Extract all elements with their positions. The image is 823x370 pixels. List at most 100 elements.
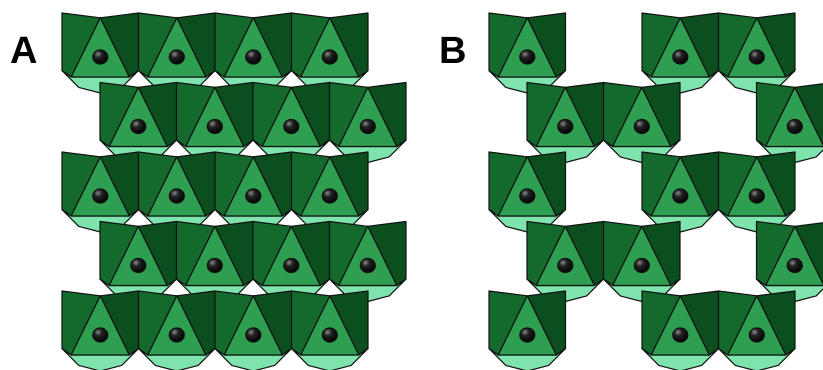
octahedron-upper-face — [650, 156, 710, 217]
octahedron-upper-face — [147, 156, 207, 217]
central-atom — [748, 49, 765, 65]
octahedron — [175, 81, 254, 164]
octahedron-upper-face — [497, 17, 557, 78]
octahedron — [137, 12, 216, 94]
octahedron-upper-face — [650, 17, 710, 78]
central-atom — [245, 49, 262, 65]
octahedron-lower-face — [755, 278, 823, 303]
octahedron-upper-face — [147, 17, 207, 78]
octahedron — [488, 151, 567, 233]
octahedron-upper-face — [223, 295, 283, 356]
octahedron — [290, 12, 369, 94]
central-atom — [168, 327, 185, 343]
octahedron — [526, 220, 605, 303]
octahedron-upper-face — [497, 156, 557, 217]
central-atom — [92, 327, 109, 343]
central-atom — [283, 118, 300, 135]
octahedron-lower-face — [717, 348, 796, 370]
central-atom — [92, 49, 109, 65]
octahedron — [252, 220, 331, 303]
octahedron-upper-face — [261, 225, 321, 287]
octahedron — [61, 290, 140, 370]
octahedron — [99, 220, 178, 303]
octahedron-upper-face — [535, 86, 595, 148]
octahedron-upper-face — [727, 156, 787, 217]
octahedron-upper-face — [147, 295, 207, 356]
central-atom — [92, 188, 109, 204]
octahedron — [488, 290, 567, 370]
octahedron — [61, 12, 140, 94]
octahedron — [290, 290, 369, 370]
octahedron-upper-face — [300, 17, 360, 78]
octahedron — [717, 151, 796, 233]
panel-b-vacancy-ordered-layer: B — [439, 12, 823, 370]
central-atom — [245, 188, 262, 204]
octahedron — [602, 220, 681, 303]
octahedron-lower-face — [137, 348, 216, 370]
octahedron-upper-face — [70, 156, 130, 217]
central-atom — [557, 118, 574, 135]
octahedron — [641, 12, 720, 94]
octahedron-upper-face — [300, 295, 360, 356]
central-atom — [672, 49, 689, 65]
octahedron — [488, 12, 567, 94]
central-atom — [786, 257, 803, 274]
central-atom — [321, 49, 338, 65]
octahedron-upper-face — [108, 225, 168, 287]
octahedron — [328, 220, 407, 303]
central-atom — [519, 327, 536, 343]
central-atom — [519, 188, 536, 204]
octahedron — [99, 81, 178, 164]
octahedron — [641, 151, 720, 233]
octahedron — [526, 81, 605, 164]
panel-a-fully-occupied-layer: A — [10, 12, 407, 370]
octahedron-upper-face — [612, 225, 672, 287]
octahedron — [214, 151, 293, 233]
octahedron — [717, 12, 796, 94]
panel-b-label: B — [439, 30, 466, 72]
central-atom — [672, 188, 689, 204]
central-atom — [519, 49, 536, 65]
octahedron-lower-face — [214, 348, 293, 370]
octahedron-upper-face — [612, 86, 672, 148]
central-atom — [786, 118, 803, 135]
octahedron — [137, 151, 216, 233]
octahedron-lower-face — [61, 348, 140, 370]
central-atom — [748, 188, 765, 204]
central-atom — [130, 118, 147, 135]
octahedron — [755, 220, 823, 303]
central-atom — [130, 257, 147, 274]
central-atom — [245, 327, 262, 343]
central-atom — [359, 118, 376, 135]
octahedron-upper-face — [338, 86, 398, 148]
octahedron-upper-face — [535, 225, 595, 287]
octahedron-upper-face — [300, 156, 360, 217]
octahedron-upper-face — [185, 225, 245, 287]
octahedron — [328, 81, 407, 164]
octahedron — [641, 290, 720, 370]
central-atom — [321, 188, 338, 204]
octahedron-lower-face — [290, 348, 369, 370]
panel-a-label: A — [10, 30, 37, 72]
central-atom — [557, 257, 574, 274]
octahedron — [252, 81, 331, 164]
octahedron — [717, 290, 796, 370]
octahedron — [290, 151, 369, 233]
central-atom — [168, 188, 185, 204]
central-atom — [748, 327, 765, 343]
octahedron-upper-face — [727, 17, 787, 78]
octahedron-upper-face — [70, 17, 130, 78]
octahedron-upper-face — [70, 295, 130, 356]
central-atom — [672, 327, 689, 343]
octahedron-upper-face — [108, 86, 168, 148]
octahedron — [61, 151, 140, 233]
octahedron-upper-face — [650, 295, 710, 356]
octahedron — [214, 12, 293, 94]
octahedron-upper-face — [185, 86, 245, 148]
octahedron — [175, 220, 254, 303]
central-atom — [359, 257, 376, 274]
octahedron-upper-face — [261, 86, 321, 148]
octahedron-upper-face — [727, 295, 787, 356]
octahedron-lower-face — [755, 139, 823, 164]
